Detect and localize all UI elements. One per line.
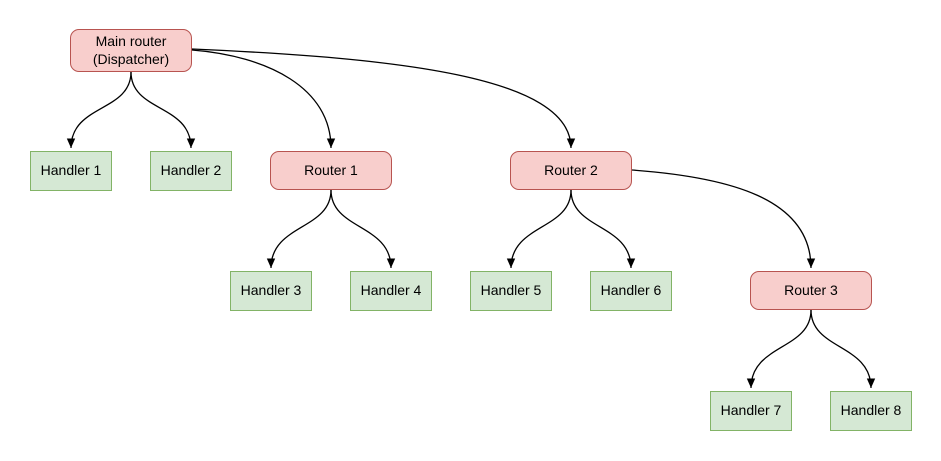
node-router-3[interactable]: Router 3 <box>750 271 872 310</box>
node-router-3-label: Router 3 <box>784 281 838 298</box>
node-main-router-label-line1: Main router <box>95 32 167 49</box>
node-handler-6-label: Handler 6 <box>600 282 662 299</box>
node-handler-2-label: Handler 2 <box>160 162 222 179</box>
edge-router-2-to-handler-5 <box>506 189 572 269</box>
edge-router-2-to-handler-6 <box>570 189 636 269</box>
node-handler-5-label: Handler 5 <box>480 282 542 299</box>
edge-router-3-to-handler-7 <box>746 309 812 389</box>
node-handler-4[interactable]: Handler 4 <box>350 271 432 311</box>
edge-main-router-to-handler-1 <box>66 71 132 149</box>
node-handler-6[interactable]: Handler 6 <box>590 271 672 311</box>
node-handler-3-label: Handler 3 <box>240 282 302 299</box>
node-handler-2[interactable]: Handler 2 <box>150 151 232 191</box>
node-handler-8-label: Handler 8 <box>840 402 902 419</box>
node-handler-7-label: Handler 7 <box>720 402 782 419</box>
node-handler-8[interactable]: Handler 8 <box>830 391 912 431</box>
node-router-2-label: Router 2 <box>544 161 598 178</box>
node-handler-7[interactable]: Handler 7 <box>710 391 792 431</box>
node-main-router-label-line2: (Dispatcher) <box>92 50 170 67</box>
node-main-router[interactable]: Main router (Dispatcher) <box>70 29 192 72</box>
edge-main-router-to-handler-2 <box>130 71 196 149</box>
edge-router-1-to-handler-3 <box>266 189 332 269</box>
node-handler-4-label: Handler 4 <box>360 282 422 299</box>
edge-main-router-to-router-1 <box>191 49 336 149</box>
edge-router-2-to-router-3 <box>631 169 816 269</box>
edge-main-router-to-router-2 <box>191 48 576 149</box>
node-handler-5[interactable]: Handler 5 <box>470 271 552 311</box>
node-handler-3[interactable]: Handler 3 <box>230 271 312 311</box>
node-handler-1[interactable]: Handler 1 <box>30 151 112 191</box>
node-router-1[interactable]: Router 1 <box>270 151 392 190</box>
node-router-1-label: Router 1 <box>304 161 358 178</box>
edge-router-3-to-handler-8 <box>810 309 876 389</box>
node-router-2[interactable]: Router 2 <box>510 151 632 190</box>
edge-router-1-to-handler-4 <box>330 189 396 269</box>
node-handler-1-label: Handler 1 <box>40 162 102 179</box>
